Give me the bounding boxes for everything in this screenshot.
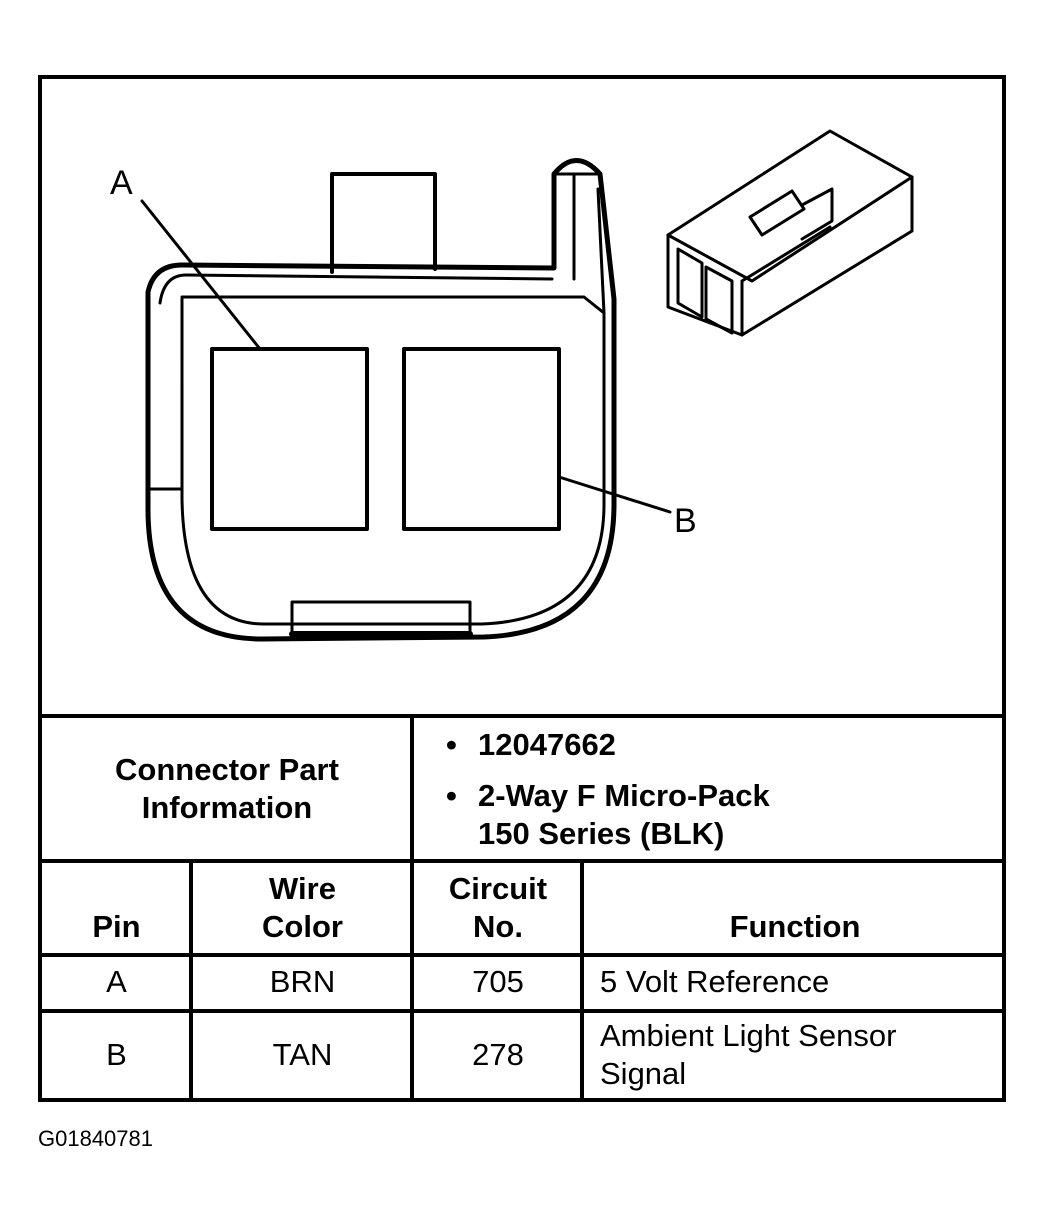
table-row-a-circuit: 705: [472, 964, 524, 999]
connector-diagram: A B: [42, 129, 1002, 1098]
connector-latch-arm: [552, 172, 606, 315]
connector-body-inner: [180, 295, 606, 626]
table-row-a-function: 5 Volt Reference: [600, 964, 830, 999]
connector-body-rim: [158, 273, 554, 305]
callout-a-label: A: [110, 164, 133, 202]
connector-isometric-view: [666, 129, 914, 337]
table-row-b-function: Ambient Light Sensor Signal: [600, 1018, 897, 1091]
table-row-b-wire-color: TAN: [272, 1037, 333, 1072]
connector-body-outer: [145, 158, 617, 642]
bullet-icon: •: [446, 727, 457, 762]
table-row-a-wire-color: BRN: [269, 964, 336, 999]
terminal-cavity-a: [210, 347, 369, 531]
connector-description-line2: 150 Series (BLK): [478, 816, 725, 851]
header-function: Function: [729, 909, 861, 944]
header-pin: Pin: [92, 909, 141, 944]
part-number: 12047662: [478, 727, 616, 762]
terminal-cavity-b: [402, 347, 561, 531]
info-label-line2: Information: [141, 790, 313, 825]
table-row-a-pin: A: [106, 964, 127, 999]
diagram-frame: A B Connector Part Information • 1204766…: [38, 75, 1006, 1102]
table-row-b-circuit: 278: [472, 1037, 524, 1072]
figure-code: G01840781: [38, 1126, 153, 1151]
connector-top-tab: [330, 172, 437, 274]
bullet-icon: •: [446, 778, 457, 813]
header-circuit-no: Circuit No.: [448, 871, 548, 944]
callout-b-leader: [557, 475, 672, 514]
callout-a-leader: [140, 199, 262, 351]
info-label-line1: Connector Part: [115, 752, 339, 787]
connector-part-info-list: • 12047662 • 2-Way F Micro-Pack 150 Seri…: [414, 716, 1004, 862]
connector-description-line1: 2-Way F Micro-Pack: [478, 778, 770, 813]
table-grid: [42, 714, 1002, 1098]
header-wire-color: Wire Color: [262, 871, 343, 944]
connector-part-info-label: Connector Part Information: [42, 716, 412, 862]
callout-b-label: B: [674, 502, 697, 540]
table-row-b-pin: B: [106, 1037, 127, 1072]
